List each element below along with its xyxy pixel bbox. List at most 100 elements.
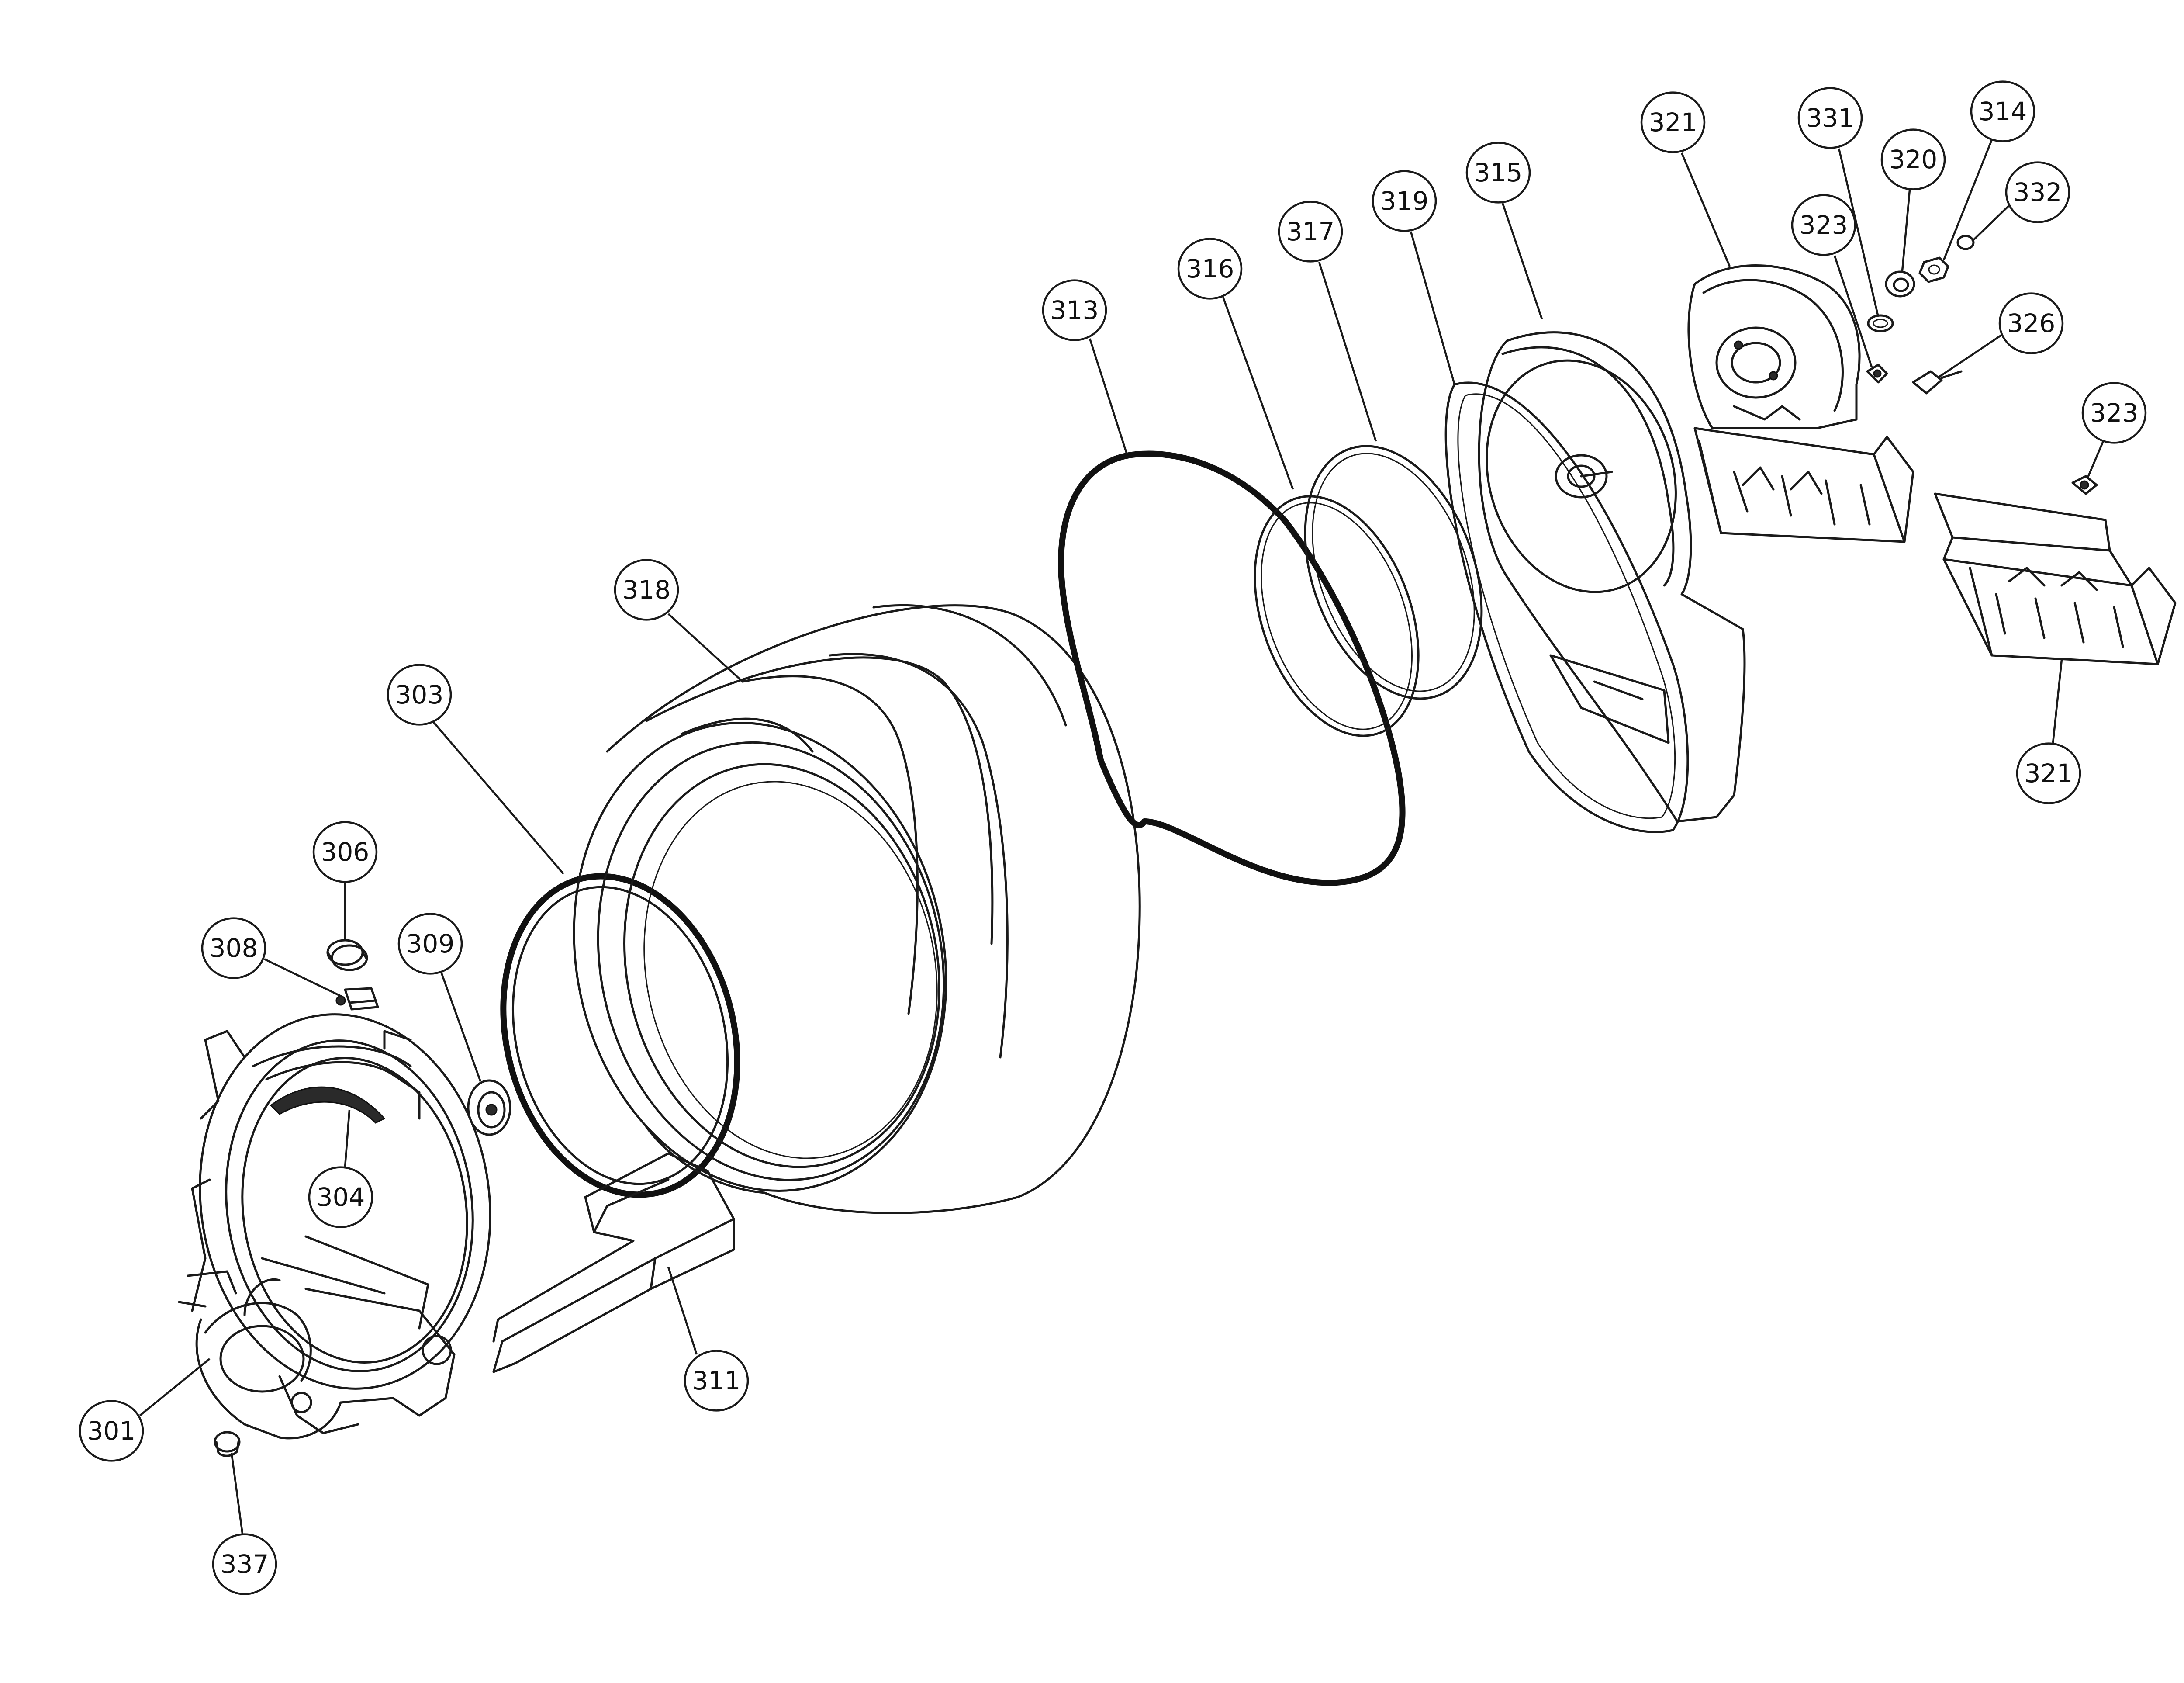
callout-c301: 301: [79, 1400, 144, 1462]
callout-c316: 316: [1177, 238, 1243, 300]
callout-circle: [212, 1533, 277, 1595]
callout-number: 319: [1380, 186, 1429, 216]
callout-number: 332: [2014, 177, 2062, 207]
callout-circle: [387, 664, 452, 726]
leader-line-c323a: [1833, 255, 1873, 367]
part-318-drum: [573, 604, 1141, 1214]
callout-number: 315: [1474, 158, 1523, 187]
part-323-fastener-right: [2071, 475, 2098, 495]
callout-c304: 304: [308, 1166, 373, 1228]
part-337-plug: [214, 1431, 241, 1457]
part-321-heater-housing-upper: [1687, 264, 1914, 543]
leader-line-c308: [264, 958, 343, 998]
callout-number: 306: [321, 837, 370, 867]
callout-circle: [1791, 194, 1856, 256]
callout-c332: 332: [2005, 161, 2070, 223]
callout-circle: [1177, 238, 1243, 300]
callout-circle: [1042, 279, 1107, 341]
callout-c306: 306: [312, 821, 378, 883]
callout-number: 323: [2090, 398, 2139, 428]
callout-number: 331: [1806, 103, 1855, 133]
leader-line-c318: [667, 613, 743, 682]
callout-circle: [1372, 170, 1437, 232]
part-308-switch: [335, 987, 379, 1011]
callout-c321a: 321: [1640, 91, 1706, 153]
part-311-lint-duct: [492, 1152, 735, 1373]
callout-c323b: 323: [2081, 382, 2147, 444]
callout-circle: [397, 913, 463, 975]
callout-c311: 311: [684, 1350, 749, 1412]
callout-circle: [2081, 382, 2147, 444]
callout-circle: [614, 559, 679, 621]
callout-c317: 317: [1278, 201, 1343, 263]
callout-number: 309: [406, 929, 455, 959]
leader-line-c319: [1410, 231, 1456, 385]
callout-c320: 320: [1880, 128, 1946, 190]
callout-number: 311: [692, 1366, 741, 1396]
callout-circle: [312, 821, 378, 883]
leader-line-c301: [139, 1358, 211, 1416]
callout-circle: [1640, 91, 1706, 153]
leader-line-c320: [1901, 190, 1911, 271]
leader-line-c316: [1222, 297, 1294, 490]
leader-line-c326: [1939, 333, 2004, 377]
callout-number: 316: [1186, 254, 1234, 284]
callout-number: 304: [317, 1182, 365, 1212]
part-303-front-seal: [500, 873, 740, 1198]
leader-line-c313: [1089, 338, 1128, 455]
part-319-rear-seal: [1444, 381, 1689, 833]
callout-c314: 314: [1970, 80, 2035, 142]
part-320-bearing: [1885, 270, 1915, 298]
callout-circle: [1465, 142, 1531, 204]
callout-c331: 331: [1797, 87, 1863, 149]
callout-number: 303: [395, 680, 444, 710]
leader-line-c303: [432, 720, 564, 875]
leader-line-c321a: [1680, 152, 1731, 267]
callout-number: 321: [1649, 107, 1697, 137]
part-313-drive-belt: [1058, 450, 1406, 886]
callout-circle: [308, 1166, 373, 1228]
callout-c323a: 323: [1791, 194, 1856, 256]
leader-line-c332: [1971, 204, 2010, 242]
leader-line-c317: [1318, 262, 1377, 442]
callout-number: 323: [1800, 210, 1848, 240]
callout-circle: [1970, 80, 2035, 142]
leader-line-c337: [230, 1452, 244, 1534]
callout-c303: 303: [387, 664, 452, 726]
callout-number: 313: [1051, 295, 1099, 325]
callout-number: 314: [1979, 97, 2027, 126]
callout-circle: [2005, 161, 2070, 223]
callout-number: 308: [210, 933, 258, 963]
part-326-sensor: [1912, 370, 1963, 395]
callout-c318: 318: [614, 559, 679, 621]
leader-line-c314: [1942, 139, 1993, 260]
callout-circle: [201, 917, 266, 979]
callout-circle: [2016, 742, 2081, 804]
front-bulkhead-part: [178, 1013, 491, 1440]
callout-c321b: 321: [2016, 742, 2081, 804]
part-331-washer: [1867, 314, 1894, 332]
callout-c309: 309: [397, 913, 463, 975]
callout-labels: 301 303 304 306 308 309 311 313 314 315 316 317 318 3…: [79, 80, 2147, 1595]
part-314-nut: [1918, 256, 1949, 283]
callout-circle: [1998, 292, 2064, 354]
callout-c308: 308: [201, 917, 266, 979]
part-316-ring: [1254, 495, 1420, 737]
callout-circle: [79, 1400, 144, 1462]
leader-line-c323b: [2087, 441, 2105, 478]
callout-number: 320: [1889, 145, 1938, 174]
callout-circle: [1278, 201, 1343, 263]
callout-number: 301: [87, 1416, 136, 1446]
leader-line-c315: [1501, 203, 1543, 319]
callout-number: 321: [2025, 758, 2073, 788]
callout-c326: 326: [1998, 292, 2064, 354]
part-315-rear-bulkhead: [1478, 331, 1746, 823]
callout-c337: 337: [212, 1533, 277, 1595]
leader-line-c311: [667, 1267, 698, 1355]
leader-line-c309: [440, 972, 482, 1082]
leader-line-c304: [344, 1109, 351, 1167]
part-309-roller: [467, 1079, 511, 1136]
callout-c319: 319: [1372, 170, 1437, 232]
